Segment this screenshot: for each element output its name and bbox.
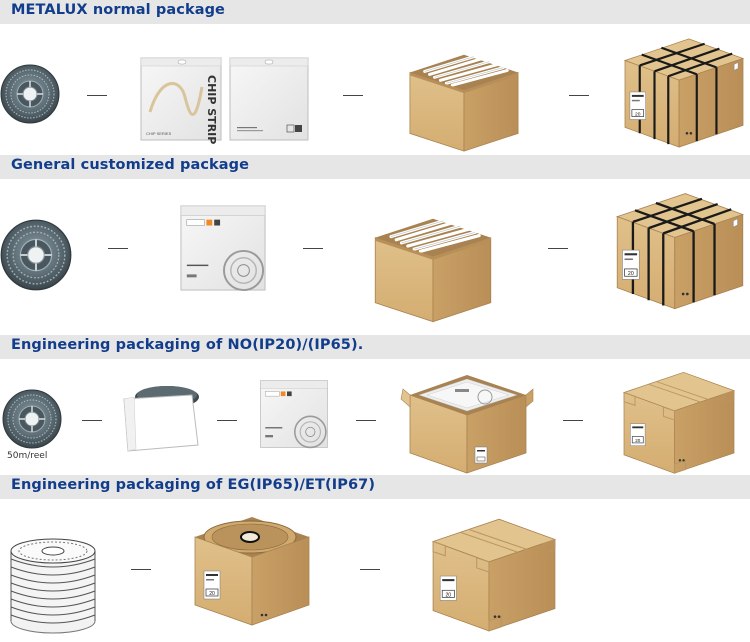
flow-connector <box>131 569 151 570</box>
section-row-engineering-no: 50m/reel <box>0 359 750 475</box>
closed-box-icon <box>428 511 560 633</box>
spool-icon <box>10 538 96 634</box>
bag-series-text: CHIP SERIES <box>146 131 172 136</box>
bag-icon <box>258 379 330 449</box>
bag-icon <box>178 204 268 292</box>
bag-icon: CHIP STRIP CHIP SERIES <box>140 57 222 144</box>
reel-icon <box>2 389 62 449</box>
strapped-box-icon <box>612 185 748 311</box>
closed-box-icon <box>617 365 741 475</box>
wrapped-reel-icon <box>123 386 199 452</box>
section-row-general-customized <box>0 179 750 335</box>
reel-icon <box>0 64 60 124</box>
reel-icon <box>0 219 72 291</box>
flow-connector <box>343 95 363 96</box>
flow-connector <box>360 569 380 570</box>
section-title: Engineering packaging of NO(IP20)/(IP65)… <box>11 337 364 353</box>
flow-connector <box>82 420 102 421</box>
section-title: General customized package <box>11 157 250 173</box>
open-box-icon: 20 <box>194 517 310 626</box>
flow-connector <box>563 420 583 421</box>
strapped-box-icon <box>620 31 748 149</box>
flow-connector <box>569 95 589 96</box>
section-title: Engineering packaging of EG(IP65)/ET(IP6… <box>11 477 376 493</box>
section-row-engineering-eg: 20 <box>0 499 750 642</box>
section-header-engineering-eg: Engineering packaging of EG(IP65)/ET(IP6… <box>0 475 750 499</box>
open-box-icon <box>400 375 534 474</box>
section-header-general-customized: General customized package <box>0 155 750 179</box>
section-title: METALUX normal package <box>11 2 225 18</box>
flow-connector <box>303 248 323 249</box>
bag-brand-text: CHIP STRIP <box>205 75 218 144</box>
flow-connector <box>356 420 376 421</box>
flow-connector <box>548 248 568 249</box>
flow-connector <box>217 420 237 421</box>
section-row-metalux-normal: CHIP STRIP CHIP SERIES <box>0 24 750 154</box>
section-header-metalux-normal: METALUX normal package <box>0 0 750 24</box>
bag-back-icon <box>229 57 309 141</box>
section-header-engineering-no: Engineering packaging of NO(IP20)/(IP65)… <box>0 335 750 359</box>
box-marking-text: 20 <box>209 591 215 597</box>
flow-connector <box>108 248 128 249</box>
open-box-icon <box>405 44 523 154</box>
reel-length-label: 50m/reel <box>7 451 48 461</box>
open-box-icon <box>370 207 496 325</box>
flow-connector <box>87 95 107 96</box>
